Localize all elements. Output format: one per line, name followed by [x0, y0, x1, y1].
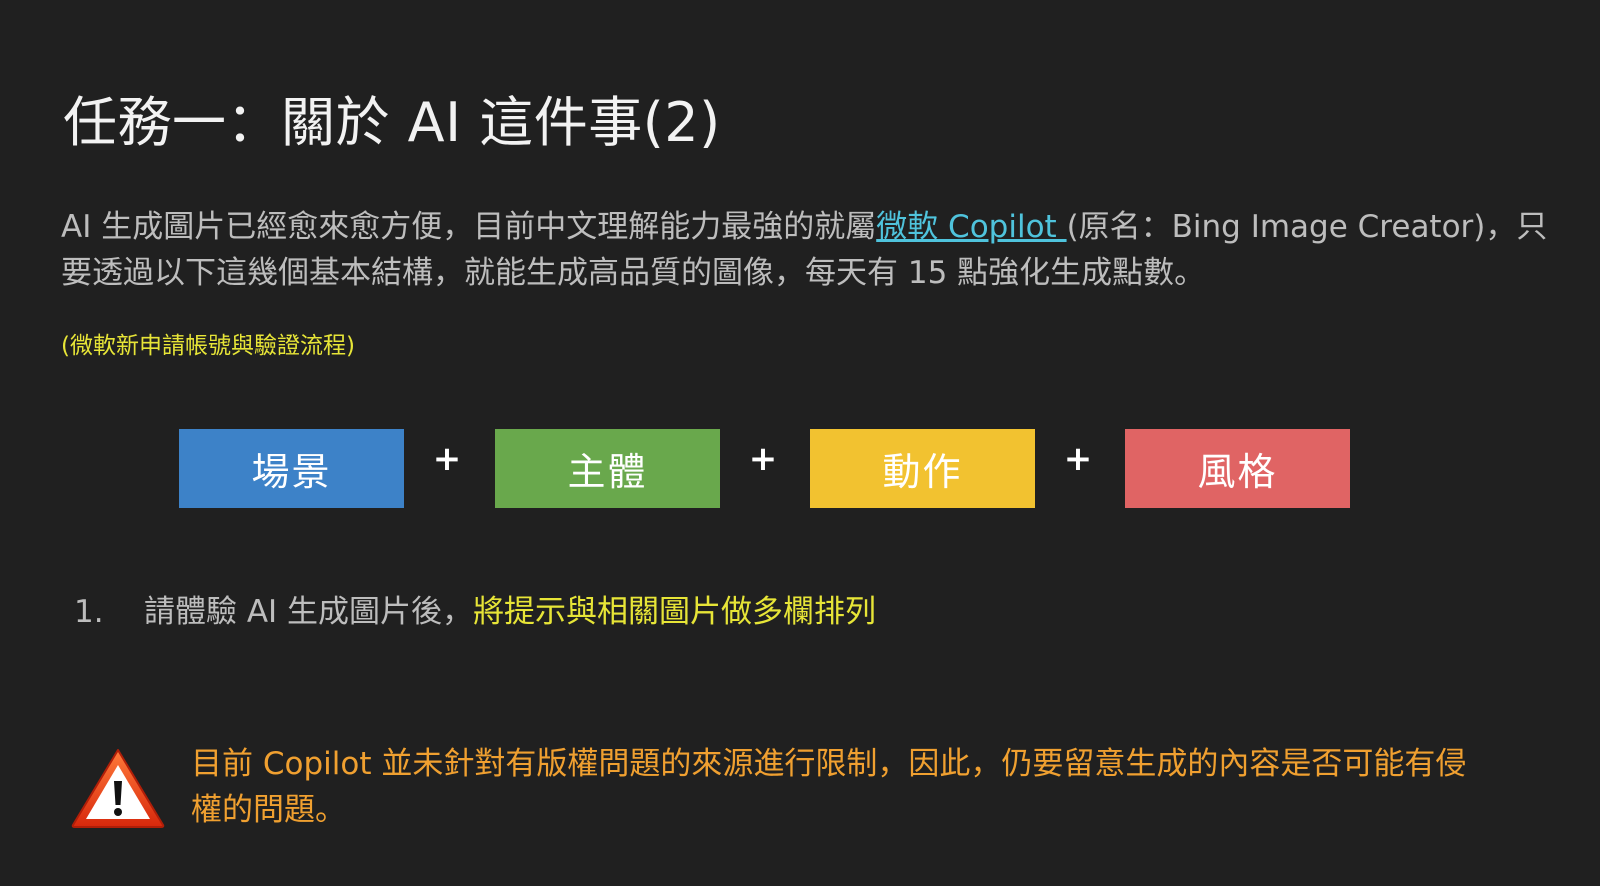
plus-sign: +: [748, 439, 778, 479]
intro-text-start: AI 生成圖片已經愈來愈方便，目前中文理解能力最強的就屬: [61, 209, 877, 245]
task-list-item: 1. 請體驗 AI 生成圖片後，將提示與相關圖片做多欄排列: [74, 586, 876, 631]
formula-block-subject: 主體: [495, 429, 720, 508]
prompt-formula: 場景 + 主體 + 動作 + 風格: [179, 429, 1429, 508]
copilot-link[interactable]: 微軟 Copilot: [876, 209, 1067, 245]
plus-sign: +: [1063, 439, 1093, 479]
page-title: 任務一：關於 AI 這件事(2): [63, 91, 721, 154]
list-number: 1.: [74, 594, 104, 630]
warning-triangle-icon: [71, 749, 165, 828]
intro-paragraph: AI 生成圖片已經愈來愈方便，目前中文理解能力最強的就屬微軟 Copilot (…: [61, 204, 1561, 296]
copyright-warning-text: 目前 Copilot 並未針對有版權問題的來源進行限制，因此，仍要留意生成的內容…: [191, 746, 1467, 828]
plus-sign: +: [432, 439, 462, 479]
formula-block-style: 風格: [1125, 429, 1350, 508]
list-text: 請體驗 AI 生成圖片後，: [144, 594, 474, 630]
formula-block-scene: 場景: [179, 429, 404, 508]
intro-text-end: (原名：Bing Image Creator)，只要透過以下這幾個基本結構，就能…: [61, 209, 1548, 291]
formula-block-action: 動作: [810, 429, 1035, 508]
account-guide-link[interactable]: (微軟新申請帳號與驗證流程): [61, 333, 355, 359]
list-highlight: 將提示與相關圖片做多欄排列: [473, 594, 877, 630]
